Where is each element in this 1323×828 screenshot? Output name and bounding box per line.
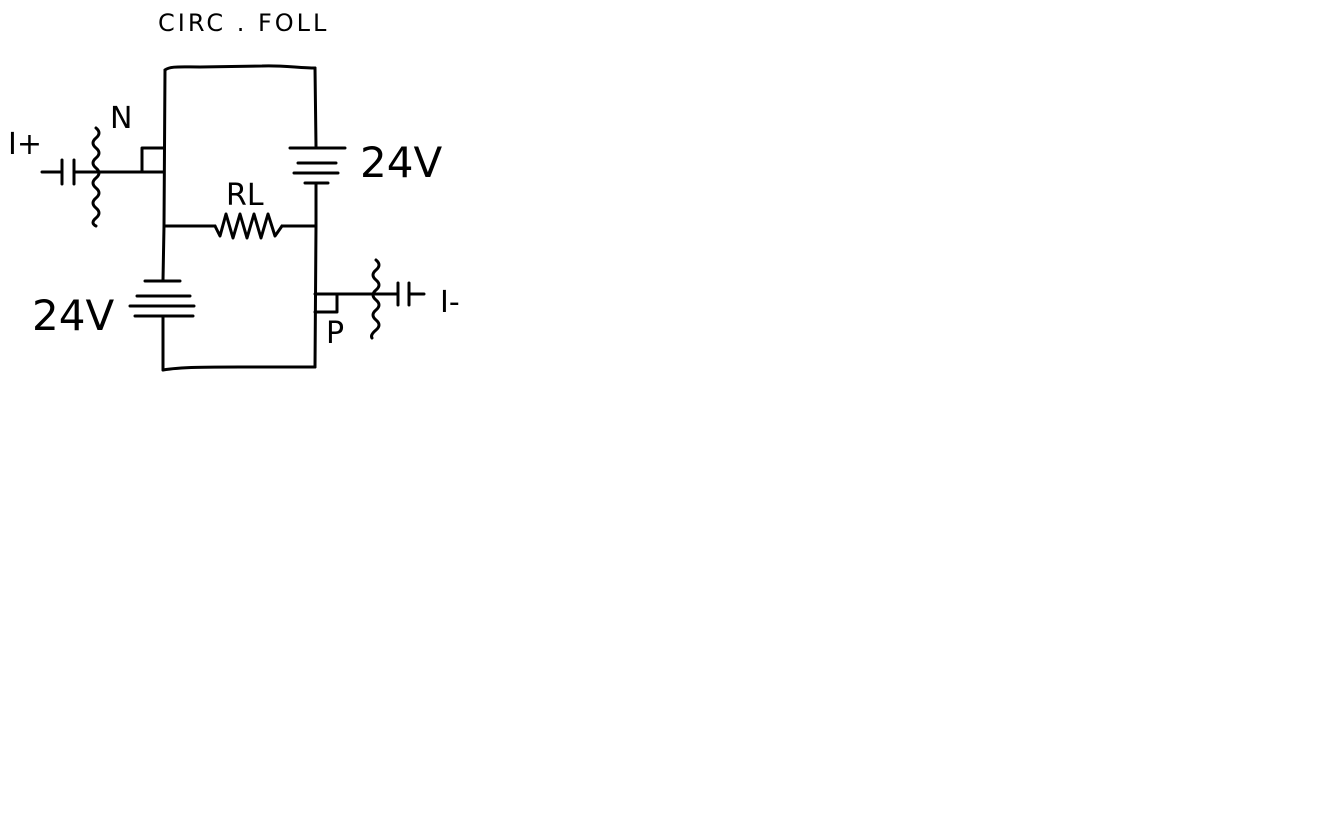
input-plus-capacitor: [40, 158, 100, 186]
battery-bottom-left-label: 24V: [32, 291, 114, 340]
battery-bottom-left-plates: [128, 279, 196, 318]
wire-bottom: [161, 365, 317, 372]
p-input-coil: [370, 258, 381, 340]
input-minus-capacitor: [378, 281, 426, 307]
p-transistor-gate: [313, 292, 339, 314]
load-resistor-label: RL: [226, 178, 264, 213]
load-resistor: [213, 212, 284, 240]
wire-right-upper: [313, 66, 318, 148]
battery-top-right-label: 24V: [360, 138, 442, 187]
battery-top-right-plates: [288, 146, 347, 185]
n-input-coil: [91, 126, 101, 228]
input-plus-label: I+: [8, 127, 42, 162]
wire-right-lower: [313, 224, 318, 369]
input-minus-label: I-: [440, 285, 460, 320]
diagram-title: CIRC . FOLL: [158, 9, 329, 37]
n-transistor-gate: [140, 146, 165, 174]
n-transistor-label: N: [110, 101, 132, 136]
wire-left-lower: [161, 224, 166, 282]
p-transistor-label: P: [326, 316, 344, 351]
wire-top: [163, 64, 317, 72]
